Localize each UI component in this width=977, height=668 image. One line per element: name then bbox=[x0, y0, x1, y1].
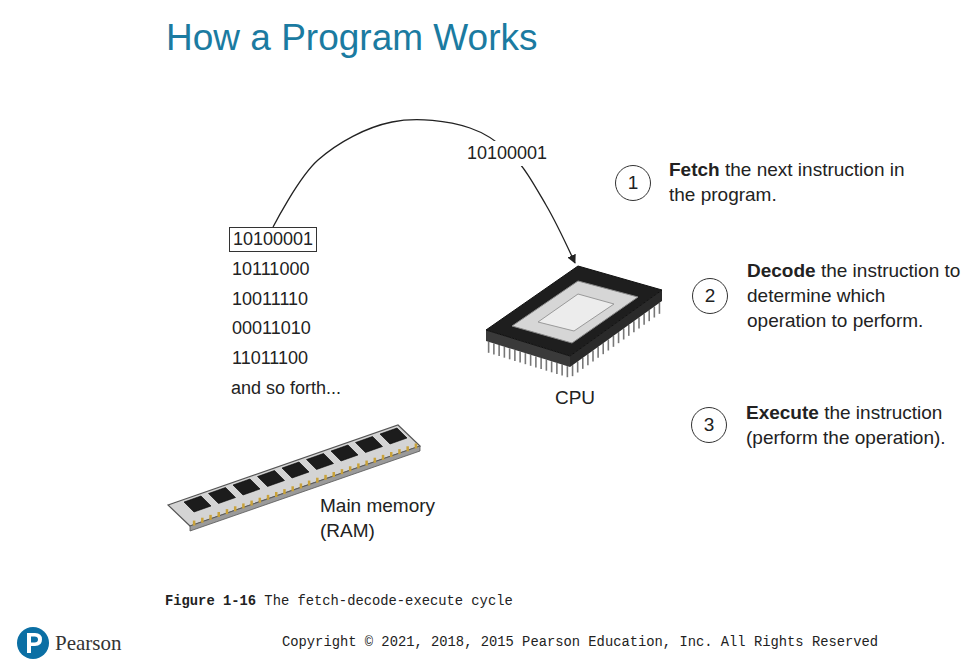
step-text: Execute the instruction (perform the ope… bbox=[746, 400, 972, 450]
step-text: Fetch the next instruction in the progra… bbox=[669, 157, 914, 207]
step-circle: 1 bbox=[615, 165, 651, 201]
binary-instruction: 10111000 bbox=[232, 258, 309, 281]
binary-instruction: 10011110 bbox=[232, 288, 308, 311]
fetch-arrow bbox=[273, 120, 575, 263]
cpu: CPU bbox=[485, 263, 665, 409]
node-label: Main memory (RAM) bbox=[320, 493, 460, 543]
copyright: Copyright © 2021, 2018, 2015 Pearson Edu… bbox=[282, 634, 878, 652]
edge-label: 10100001 bbox=[464, 141, 550, 166]
callout-number: 2 bbox=[705, 285, 716, 307]
pearson-logo bbox=[17, 627, 49, 659]
main-memory: Main memory (RAM) bbox=[160, 418, 460, 553]
step-text: Decode the instruction to determine whic… bbox=[747, 258, 965, 333]
callout-number: 1 bbox=[628, 172, 639, 194]
node-label: CPU bbox=[485, 387, 665, 409]
step-circle: 3 bbox=[691, 407, 727, 443]
publisher-name: Pearson bbox=[55, 630, 122, 657]
binary-instruction: 11011100 bbox=[232, 347, 308, 370]
title: How a Program Works bbox=[166, 14, 537, 62]
continuation-note: and so forth... bbox=[231, 377, 341, 400]
instruction-box: 10100001 bbox=[229, 227, 317, 252]
callout-number: 3 bbox=[704, 414, 715, 436]
cpu-chip bbox=[486, 266, 662, 377]
figure-caption: Figure 1-16 The fetch-decode-execute cyc… bbox=[165, 593, 513, 611]
binary-instruction: 00011010 bbox=[232, 317, 311, 340]
step-circle: 2 bbox=[692, 278, 728, 314]
node-label: 10100001 bbox=[233, 229, 313, 249]
